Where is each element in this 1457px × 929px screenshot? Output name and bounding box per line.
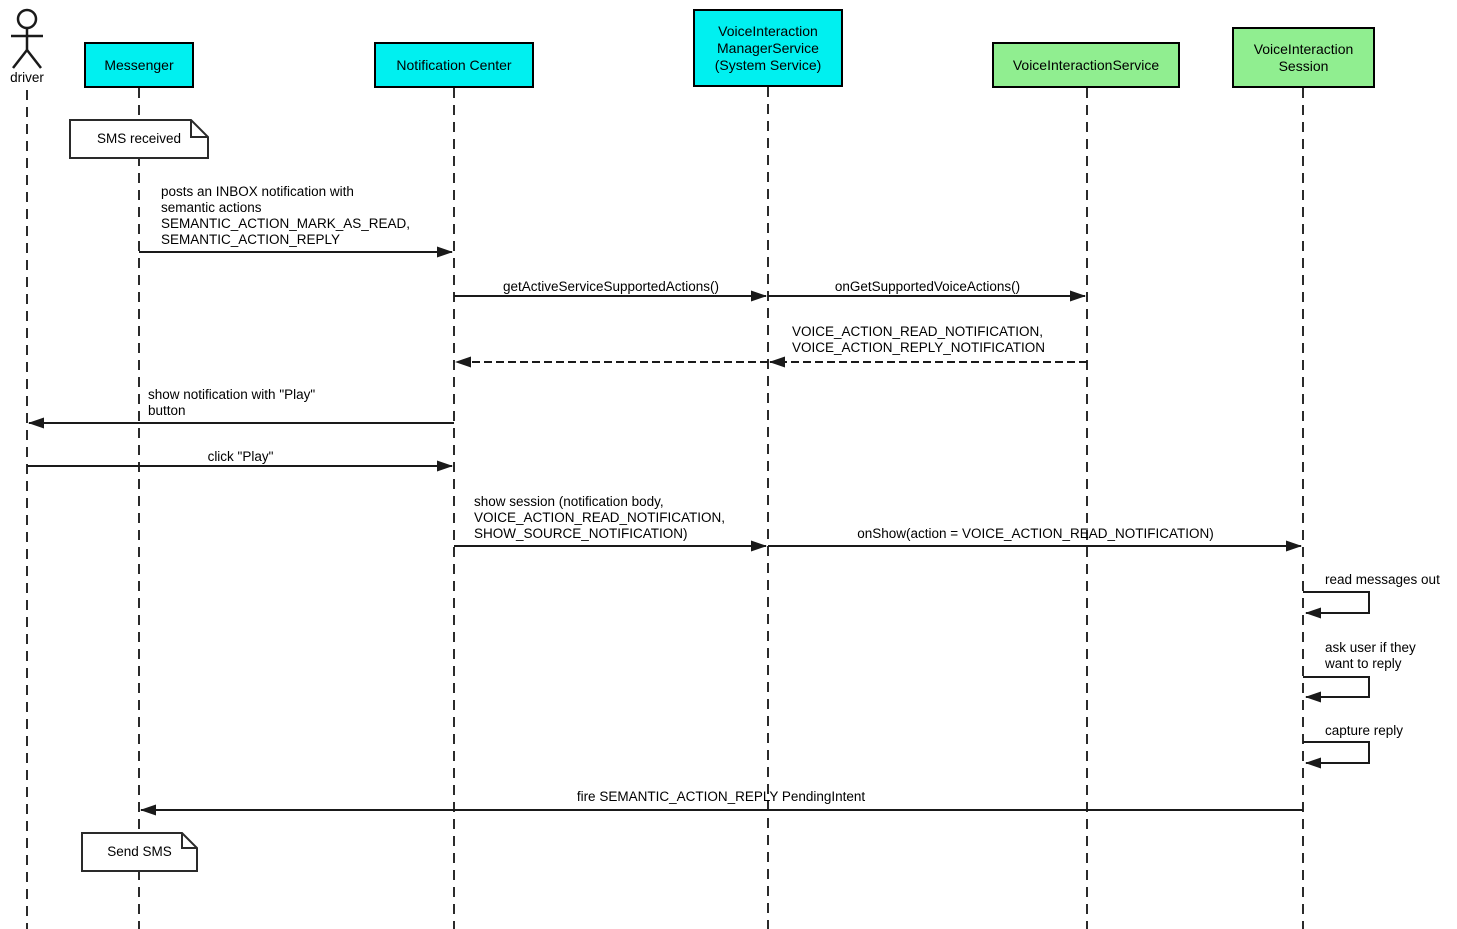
- note-fold-sms-received: [190, 120, 208, 138]
- message-label-on-show-action: onShow(action = VOICE_ACTION_READ_NOTIFI…: [857, 526, 1214, 541]
- message-label-get-active-service-supported-actions: getActiveServiceSupportedActions(): [502, 279, 720, 294]
- note-sms-received: SMS received: [96, 131, 182, 146]
- message-label-read-messages-out: read messages out: [1325, 572, 1440, 587]
- message-label-show-notification-play-button: show notification with "Play" button: [148, 387, 316, 418]
- participant-box-voice-interaction-session: VoiceInteraction Session: [1232, 27, 1375, 88]
- participant-box-voice-interaction-service: VoiceInteractionService: [992, 42, 1180, 88]
- message-label-voice-action-return: VOICE_ACTION_READ_NOTIFICATION, VOICE_AC…: [792, 324, 1046, 355]
- lifelines: [26, 87, 1304, 929]
- self-loop-read-messages-out: [1303, 591, 1370, 619]
- message-label-capture-reply: capture reply: [1325, 723, 1404, 738]
- participant-box-voice-interaction-manager-service: VoiceInteraction ManagerService (System …: [693, 9, 843, 87]
- message-label-show-session: show session (notification body, VOICE_A…: [474, 494, 726, 541]
- message-label-ask-user-reply: ask user if they want to reply: [1325, 640, 1416, 671]
- note-fold-send-sms: [181, 833, 197, 849]
- note-shape-sms-received: [69, 119, 209, 159]
- self-loop-capture-reply: [1303, 741, 1370, 769]
- participant-box-notification-center: Notification Center: [374, 42, 534, 88]
- message-label-on-get-supported-voice-actions: onGetSupportedVoiceActions(): [834, 279, 1021, 294]
- message-label-posts-inbox-notification: posts an INBOX notification with semanti…: [161, 184, 411, 247]
- self-loop-ask-user-reply: [1303, 676, 1370, 703]
- message-label-click-play: click "Play": [207, 449, 274, 464]
- actor-label: driver: [10, 70, 44, 85]
- actor-stick-figure-icon: [11, 8, 43, 69]
- note-shape-send-sms: [81, 832, 198, 872]
- note-send-sms: Send SMS: [107, 844, 172, 859]
- message-label-fire-semantic-action-reply: fire SEMANTIC_ACTION_REPLY PendingIntent: [576, 789, 866, 804]
- participant-box-messenger: Messenger: [84, 42, 194, 88]
